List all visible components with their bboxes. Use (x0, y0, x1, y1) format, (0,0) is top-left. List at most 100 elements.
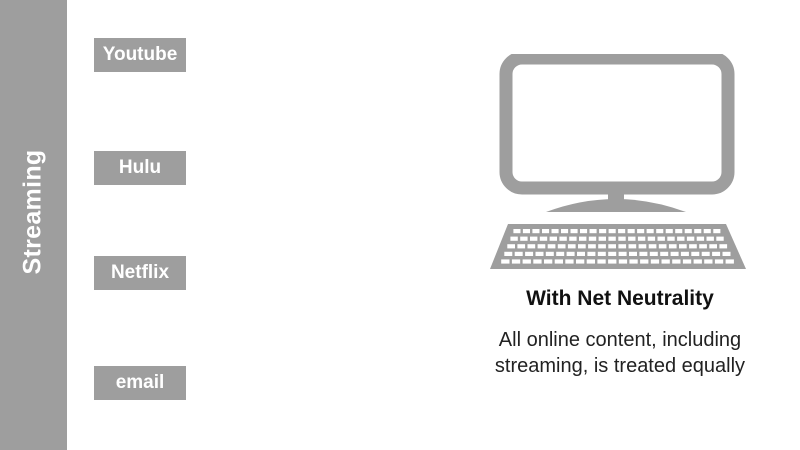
keyboard-key (650, 259, 660, 264)
keyboard-key (577, 251, 585, 256)
keyboard-key (628, 244, 637, 249)
keyboard-key (537, 244, 546, 249)
keyboard-key (670, 251, 679, 256)
keyboard-key (679, 244, 687, 249)
keyboard-key (647, 236, 656, 241)
keyboard-key (597, 251, 606, 256)
keyboard-key (693, 259, 702, 264)
service-box-email: email (94, 366, 186, 400)
keyboard-key (542, 229, 550, 234)
streaming-label: Streaming (18, 149, 47, 275)
keyboard-key (513, 229, 521, 234)
keyboard-key (511, 259, 521, 264)
keyboard-key (557, 244, 566, 249)
keyboard-key (527, 244, 536, 249)
keyboard-key (561, 229, 569, 234)
keyboard-keys (501, 229, 734, 264)
keyboard-key (667, 236, 675, 241)
keyboard-key (588, 244, 596, 249)
keyboard-key (539, 236, 548, 241)
keyboard-key (618, 229, 626, 234)
monitor-base (546, 199, 686, 212)
keyboard-key (510, 236, 518, 241)
keyboard-key (691, 251, 700, 256)
keyboard-key (703, 229, 711, 234)
keyboard-key (649, 251, 658, 256)
keyboard-key (640, 259, 649, 264)
keyboard-key (618, 259, 628, 264)
keyboard-key (689, 244, 697, 249)
keyboard-key (714, 259, 724, 264)
service-box-netflix: Netflix (94, 256, 186, 290)
keyboard-key (680, 251, 689, 256)
keyboard-key (532, 229, 540, 234)
keyboard-key (576, 259, 585, 264)
keyboard-key (579, 236, 587, 241)
keyboard-key (686, 236, 695, 241)
service-box-hulu: Hulu (94, 151, 186, 185)
keyboard-key (648, 244, 657, 249)
monitor-frame (499, 54, 735, 195)
keyboard-key (598, 244, 606, 249)
keyboard-key (514, 251, 523, 256)
keyboard-key (665, 229, 673, 234)
keyboard-key (712, 251, 721, 256)
caption-title: With Net Neutrality (526, 287, 714, 310)
keyboard-key (704, 259, 713, 264)
keyboard-key (535, 251, 544, 256)
keyboard-key (566, 251, 575, 256)
keyboard-key (675, 229, 683, 234)
keyboard-key (599, 229, 607, 234)
keyboard-key (682, 259, 692, 264)
keyboard-key (684, 229, 692, 234)
keyboard-key (545, 251, 554, 256)
keyboard-key (629, 251, 637, 256)
keyboard-key (530, 236, 538, 241)
keyboard-key (661, 259, 670, 264)
keyboard-key (716, 236, 724, 241)
streaming-side-band (0, 0, 67, 450)
keyboard-key (658, 244, 667, 249)
keyboard-key (657, 236, 665, 241)
keyboard-key (567, 244, 576, 249)
keyboard-key (696, 236, 705, 241)
keyboard-key (608, 259, 617, 264)
keyboard-key (520, 236, 528, 241)
keyboard-key (565, 259, 574, 264)
keyboard-key (547, 244, 556, 249)
keyboard-key (628, 236, 636, 241)
keyboard-key (608, 251, 617, 256)
keyboard-key (544, 259, 553, 264)
keyboard-key (587, 251, 596, 256)
keyboard-key (699, 244, 707, 249)
keyboard-key (656, 229, 664, 234)
keyboard-key (525, 251, 534, 256)
keyboard-key (713, 229, 721, 234)
keyboard-key (722, 251, 731, 256)
caption-line-2: streaming, is treated equally (494, 355, 746, 377)
keyboard-key (551, 229, 559, 234)
keyboard-key (637, 236, 646, 241)
keyboard (490, 224, 746, 269)
keyboard-key (701, 251, 710, 256)
keyboard-key (578, 244, 586, 249)
keyboard-key (709, 244, 717, 249)
keyboard-key (597, 259, 606, 264)
keyboard-key (586, 259, 595, 264)
keyboard-key (725, 259, 734, 264)
desktop-computer-icon (490, 54, 746, 269)
keyboard-key (570, 229, 578, 234)
service-box-youtube: Youtube (94, 38, 186, 72)
keyboard-key (672, 259, 681, 264)
keyboard-key (580, 229, 588, 234)
keyboard-key (677, 236, 685, 241)
keyboard-key (608, 244, 616, 249)
caption-line-1: All online content, including (498, 329, 742, 351)
keyboard-key (629, 259, 638, 264)
keyboard-key (501, 259, 510, 264)
keyboard-key (556, 251, 565, 256)
keyboard-key (646, 229, 654, 234)
keyboard-key (668, 244, 677, 249)
keyboard-key (638, 244, 647, 249)
keyboard-key (589, 229, 597, 234)
